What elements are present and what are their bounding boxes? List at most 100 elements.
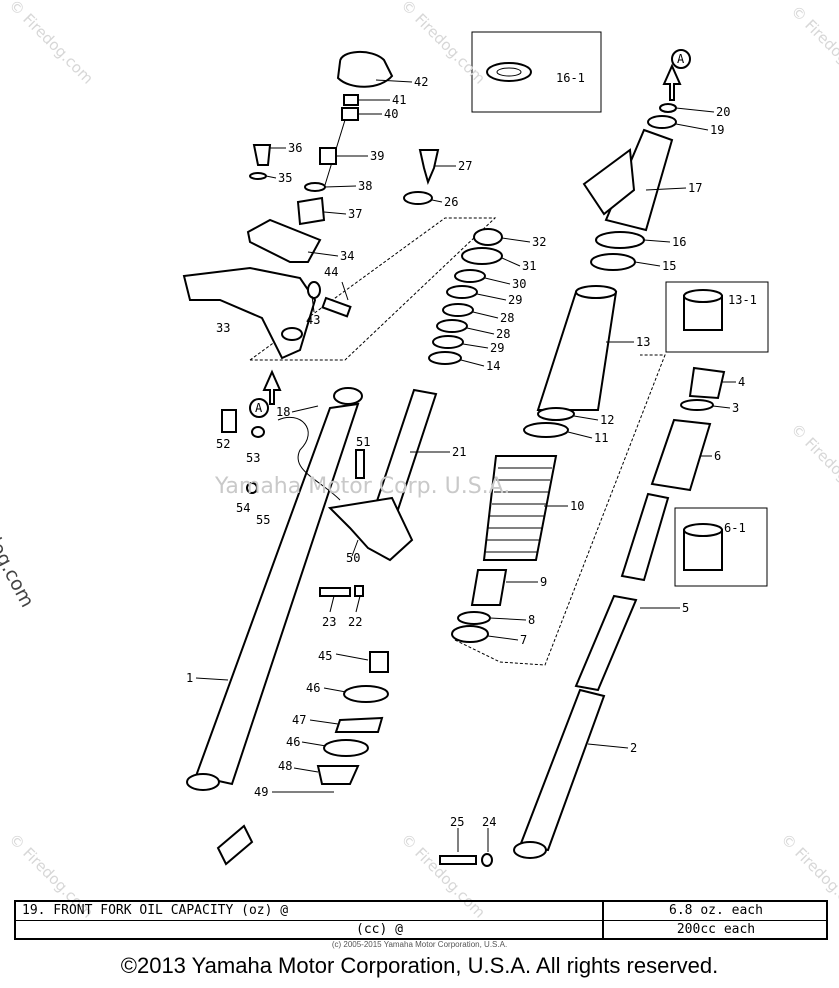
nut-32 bbox=[473, 228, 503, 246]
callout-26: 26 bbox=[444, 195, 458, 209]
callout-53: 53 bbox=[246, 451, 260, 465]
callout-4: 4 bbox=[738, 375, 745, 389]
capacity-label-oz: 19. FRONT FORK OIL CAPACITY (oz) @ bbox=[22, 903, 289, 918]
callout-18: 18 bbox=[276, 405, 290, 419]
callout-51: 51 bbox=[356, 435, 370, 449]
callout-21: 21 bbox=[452, 445, 466, 459]
callout-52: 52 bbox=[216, 437, 230, 451]
washer-11 bbox=[523, 422, 569, 438]
callout-24: 24 bbox=[482, 815, 496, 829]
inset-box-16-1 bbox=[471, 31, 602, 113]
bolt-23 bbox=[319, 587, 351, 597]
handle-crown-34 bbox=[246, 218, 322, 263]
callout-6-1: 6-1 bbox=[724, 521, 746, 535]
callout-37: 37 bbox=[348, 207, 362, 221]
callout-17: 17 bbox=[688, 181, 702, 195]
inner-tube-5a bbox=[620, 492, 670, 582]
seat-9 bbox=[470, 569, 508, 606]
collar-45 bbox=[369, 651, 389, 673]
callout-9: 9 bbox=[540, 575, 547, 589]
callout-43: 43 bbox=[306, 313, 320, 327]
ball-28b bbox=[436, 319, 468, 333]
clip-20 bbox=[659, 103, 677, 113]
washer-46a bbox=[343, 685, 389, 703]
callout-2: 2 bbox=[630, 741, 637, 755]
washer-46b bbox=[323, 739, 369, 757]
callout-46: 46 bbox=[306, 681, 320, 695]
callout-27: 27 bbox=[458, 159, 472, 173]
callout-42: 42 bbox=[414, 75, 428, 89]
callout-32: 32 bbox=[532, 235, 546, 249]
copyright-notice: ©2013 Yamaha Motor Corporation, U.S.A. A… bbox=[120, 953, 719, 978]
up-arrow-icon bbox=[662, 63, 682, 101]
bolt-27 bbox=[418, 149, 440, 185]
callout-22: 22 bbox=[348, 615, 362, 629]
callout-39: 39 bbox=[370, 149, 384, 163]
callout-50: 50 bbox=[346, 551, 360, 565]
washer-53 bbox=[251, 426, 265, 438]
callout-19: 19 bbox=[710, 123, 724, 137]
callout-48: 48 bbox=[278, 759, 292, 773]
callout-11: 11 bbox=[594, 431, 608, 445]
callout-54: 54 bbox=[236, 501, 250, 515]
callout-45: 45 bbox=[318, 649, 332, 663]
callout-33: 33 bbox=[216, 321, 230, 335]
capacity-value-oz: 6.8 oz. each bbox=[602, 902, 828, 920]
washer-26 bbox=[403, 191, 433, 205]
inset-box-13-1 bbox=[665, 281, 769, 353]
callout-41: 41 bbox=[392, 93, 406, 107]
washer-43 bbox=[307, 281, 321, 299]
collar-37 bbox=[296, 196, 326, 226]
callout-13: 13 bbox=[636, 335, 650, 349]
bracket-50 bbox=[327, 496, 414, 562]
inset-box-6-1 bbox=[674, 507, 768, 587]
outer-tube-cover-13 bbox=[536, 291, 618, 411]
callout-6: 6 bbox=[714, 449, 721, 463]
callout-55: 55 bbox=[256, 513, 270, 527]
callout-34: 34 bbox=[340, 249, 354, 263]
under-bracket-33 bbox=[182, 266, 317, 360]
callout-23: 23 bbox=[322, 615, 336, 629]
ball-28a bbox=[442, 303, 474, 317]
bolt-36 bbox=[252, 144, 272, 166]
watermark-text: Yamaha Motor Corp. U.S.A. bbox=[215, 474, 511, 499]
ring-16 bbox=[595, 231, 645, 249]
oil-seal-12 bbox=[537, 407, 575, 421]
callout-38: 38 bbox=[358, 179, 372, 193]
bolt-25 bbox=[439, 855, 477, 865]
callout-1: 1 bbox=[186, 671, 193, 685]
callout-29: 29 bbox=[508, 293, 522, 307]
table-row: (cc) @ 200cc each bbox=[16, 921, 826, 939]
washer-54 bbox=[246, 482, 258, 494]
exploded-parts-diagram: A A 42 41 40 39 38 37 bbox=[182, 31, 769, 867]
ring-15 bbox=[590, 253, 636, 271]
cover-6 bbox=[650, 418, 712, 492]
plate-48 bbox=[316, 765, 360, 785]
callout-28: 28 bbox=[500, 311, 514, 325]
washer-7 bbox=[451, 625, 489, 643]
ball-race-29a bbox=[446, 285, 478, 299]
callout-3: 3 bbox=[732, 401, 739, 415]
ring-40 bbox=[341, 107, 359, 121]
dust-seal-16-1 bbox=[486, 62, 532, 82]
capacity-value-cc: 200cc each bbox=[602, 921, 828, 939]
callout-28: 28 bbox=[496, 327, 510, 341]
table-row: 19. FRONT FORK OIL CAPACITY (oz) @ 6.8 o… bbox=[16, 902, 826, 921]
fork-oil-capacity-table: 19. FRONT FORK OIL CAPACITY (oz) @ 6.8 o… bbox=[14, 900, 828, 940]
callout-20: 20 bbox=[716, 105, 730, 119]
pin-51 bbox=[355, 449, 365, 479]
cable-guide-18 bbox=[277, 416, 341, 501]
callout-46: 46 bbox=[286, 735, 300, 749]
marker-a-icon bbox=[249, 398, 269, 418]
washer-35 bbox=[249, 172, 267, 180]
callout-49: 49 bbox=[254, 785, 268, 799]
callout-35: 35 bbox=[278, 171, 292, 185]
bolt-44 bbox=[321, 296, 352, 318]
marker-a-label: A bbox=[677, 52, 685, 66]
cover-4 bbox=[688, 366, 726, 400]
ring-3 bbox=[680, 399, 714, 411]
washer-41 bbox=[343, 94, 359, 106]
callout-10: 10 bbox=[570, 499, 584, 513]
inner-tube-5b bbox=[574, 594, 638, 692]
callout-47: 47 bbox=[292, 713, 306, 727]
